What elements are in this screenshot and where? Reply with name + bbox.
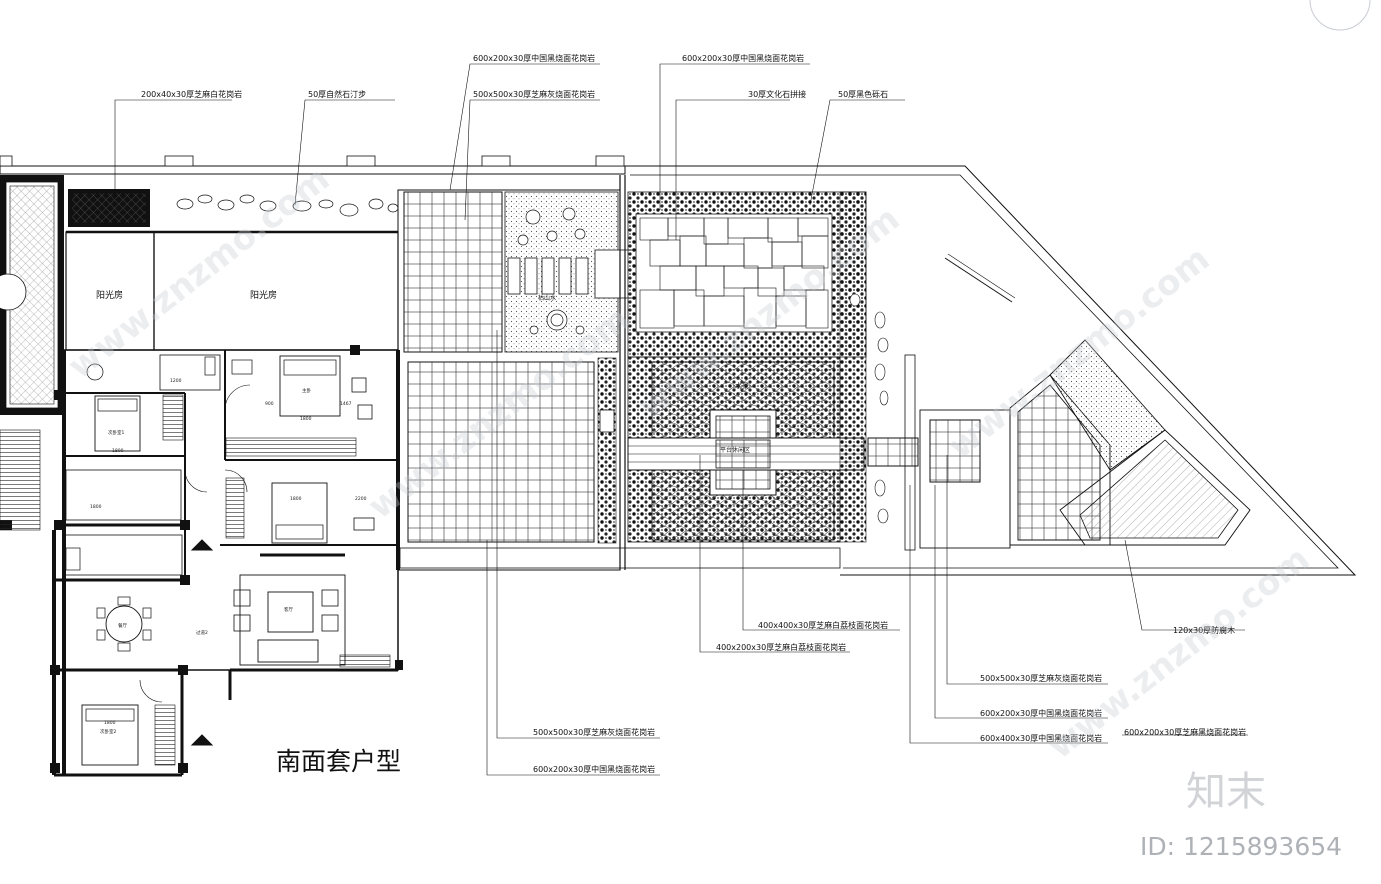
garden-paving [397, 175, 919, 571]
annotation-a16: 600x200x30厚中国黑烧面花岗岩 [533, 764, 655, 774]
room-label-corridor: 过道2 [196, 629, 208, 636]
dimension-label: 1800 [104, 720, 116, 726]
dimension-label: 1800 [290, 496, 302, 502]
triangle-garden [625, 165, 1357, 576]
annotation-a5: 600x200x30厚中国黑烧面花岗岩 [682, 53, 804, 63]
dimension-label: 1200 [170, 378, 182, 384]
leader-lines [114, 63, 1248, 776]
drawing-title: 南面套户型 [276, 747, 401, 776]
room-label-sunroom-1: 阳光房 [96, 289, 123, 301]
room-label-bedroom-2: 次卧室2 [100, 728, 116, 735]
annotation-a13: 600x400x30厚中国黑烧面花岗岩 [980, 733, 1102, 743]
annotation-a1: 200x40x30厚芝麻白花岗岩 [141, 89, 242, 99]
watermark-brand: 知末 [1186, 769, 1266, 815]
material-annotations: 200x40x30厚芝麻白花岗岩 50厚自然石汀步 600x200x30厚中国黑… [141, 53, 1246, 774]
dimension-label: 900 [265, 401, 274, 407]
dimension-label: 1800 [300, 416, 312, 422]
room-labels: 阳光房 阳光房 主卧 次卧室1 次卧室2 客厅 餐厅 过道2 水景 枯山水 平台… [96, 289, 750, 735]
room-label-platform: 平台休闲区 [720, 446, 750, 454]
annotation-a9: 400x200x30厚芝麻白荔枝面花岗岩 [716, 642, 846, 652]
room-label-bedroom-1: 次卧室1 [108, 429, 124, 436]
building-outline [0, 155, 626, 777]
annotation-a4: 500x500x30厚芝麻灰烧面花岗岩 [473, 89, 595, 99]
annotation-a6: 30厚文化石拼接 [748, 89, 806, 99]
annotation-a11: 500x500x30厚芝麻灰烧面花岗岩 [980, 673, 1102, 683]
watermark-id: ID: 1215893654 [1140, 832, 1342, 861]
dimension-labels: 1200 1800 1467 900 1800 2200 1800 1800 1… [90, 378, 367, 726]
annotation-a10: 120x30厚防腐木 [1173, 625, 1235, 635]
room-label-sunroom-2: 阳光房 [250, 289, 277, 301]
room-label-water: 水景 [735, 381, 749, 390]
annotation-a15: 500x500x30厚芝麻灰烧面花岗岩 [533, 727, 655, 737]
dimension-label: 1800 [112, 448, 124, 454]
annotation-a7: 50厚黑色砾石 [838, 89, 888, 99]
dimension-label: 1467 [340, 401, 352, 407]
room-label-living: 客厅 [284, 606, 293, 613]
room-label-dry-garden: 枯山水 [538, 294, 556, 302]
dimension-label: 1800 [90, 504, 102, 510]
room-label-master: 主卧 [302, 387, 311, 394]
annotation-a3: 600x200x30厚中国黑烧面花岗岩 [473, 53, 595, 63]
dimension-label: 2200 [355, 496, 367, 502]
annotation-a12: 600x200x30厚中国黑烧面花岗岩 [980, 708, 1102, 718]
annotation-a2: 50厚自然石汀步 [308, 89, 366, 99]
room-label-dining: 餐厅 [118, 622, 127, 629]
annotation-a14: 600x200x30厚芝麻黑烧面花岗岩 [1124, 727, 1246, 737]
annotation-a8: 400x400x30厚芝麻白荔枝面花岗岩 [758, 620, 888, 630]
